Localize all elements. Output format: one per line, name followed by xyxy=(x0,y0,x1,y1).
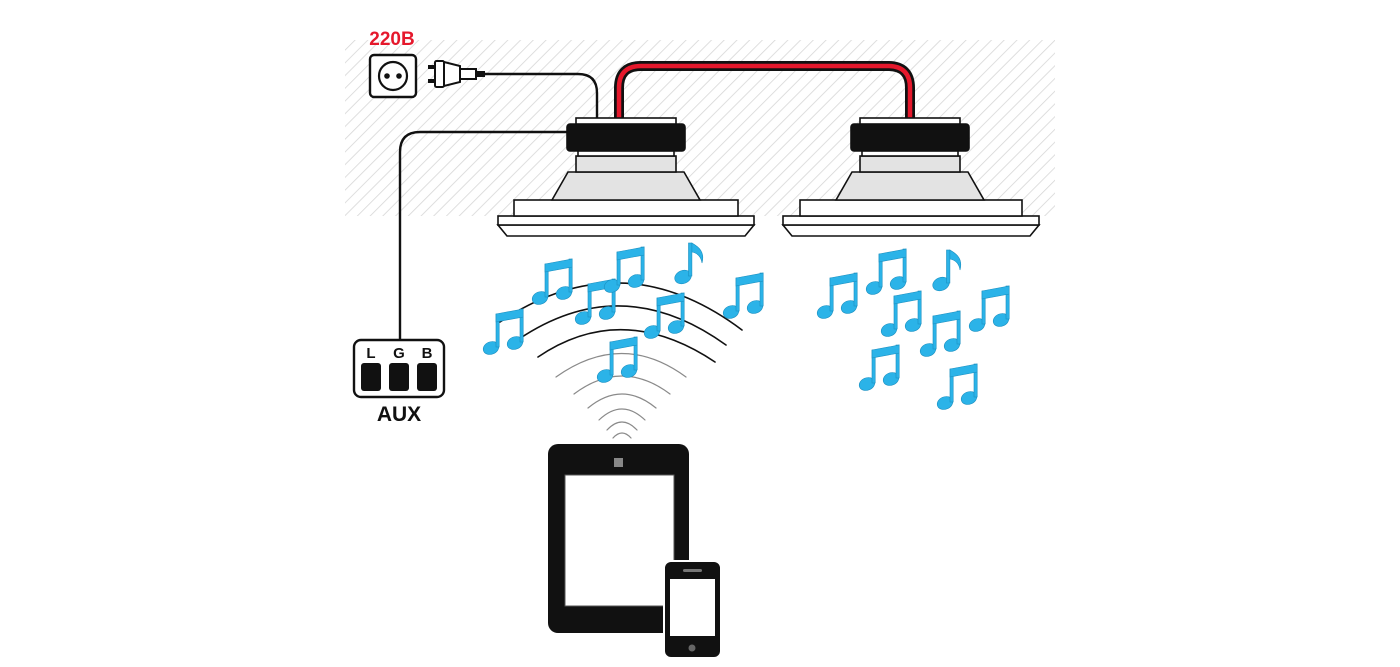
wires xyxy=(398,61,915,342)
tablet-icon xyxy=(548,444,689,633)
music-note-icon xyxy=(856,344,902,394)
speaker-icon xyxy=(496,117,756,237)
music-note-icon xyxy=(480,308,526,358)
music-note-icon xyxy=(672,242,704,287)
aux-pin-label: L xyxy=(366,345,375,362)
aux-connector-icon: L G B xyxy=(352,338,446,399)
music-note-icon xyxy=(641,292,687,342)
power-plug-icon xyxy=(428,60,485,88)
aux-pin-label: G xyxy=(393,345,405,362)
music-note-icon xyxy=(930,249,962,294)
speaker-icon xyxy=(781,117,1041,237)
music-note-icon xyxy=(878,290,924,340)
power-outlet-icon xyxy=(368,53,418,99)
music-notes xyxy=(480,242,1012,413)
speaker-link-red xyxy=(616,63,913,125)
smartphone-icon xyxy=(663,560,722,659)
aux-cable xyxy=(398,130,572,342)
music-note-icon xyxy=(917,310,963,360)
music-note-icon xyxy=(966,285,1012,335)
music-note-icon xyxy=(601,246,647,296)
music-note-icon xyxy=(594,336,640,386)
aux-pin-label: B xyxy=(422,345,433,362)
power-cable xyxy=(483,72,599,127)
music-note-icon xyxy=(863,248,909,298)
music-note-icon xyxy=(529,258,575,308)
wifi-signal-icon xyxy=(499,282,743,439)
music-note-icon xyxy=(934,363,980,413)
aux-label: AUX xyxy=(377,403,421,426)
music-note-icon xyxy=(814,272,860,322)
voltage-label: 220В xyxy=(369,29,414,50)
music-note-icon xyxy=(720,272,766,322)
